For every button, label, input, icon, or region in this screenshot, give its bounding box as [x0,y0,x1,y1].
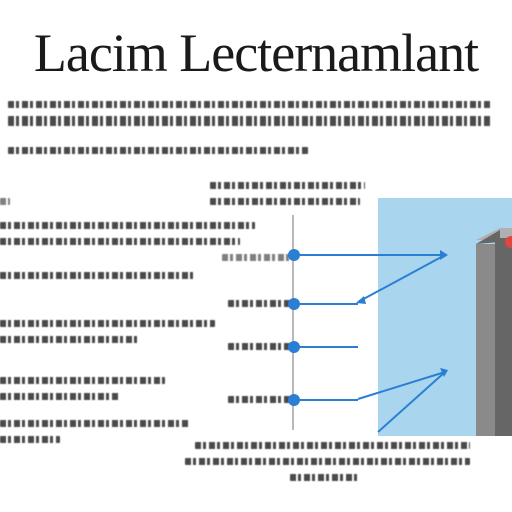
text-line [8,147,308,154]
text-line [8,101,492,108]
text-line [228,343,290,350]
text-line [185,458,470,465]
text-line [290,474,360,481]
page-title: Lacim Lecternamlant [33,23,479,83]
text-line [228,300,290,307]
text-line [0,320,215,327]
text-line [0,272,195,279]
text-line [210,198,360,205]
red-indicator-light [505,236,512,248]
box-right-face [495,238,512,436]
text-line [210,182,365,189]
leader-line [357,254,446,303]
text-line [0,222,255,229]
text-line [222,254,292,261]
text-line [195,442,470,449]
text-line [0,238,240,245]
connector-dot [288,341,300,353]
text-line [8,116,492,126]
connector-dot [288,249,300,261]
arrowhead [440,250,448,260]
box-side-face [476,230,500,244]
leader-line [377,371,446,433]
arrowhead [356,296,366,304]
arrowhead [440,368,448,377]
text-line [0,436,60,443]
connector-dot [288,298,300,310]
leader-line [357,371,446,400]
text-line [0,393,120,400]
text-line [0,198,10,205]
connector-dot [288,394,300,406]
text-line [0,420,190,427]
text-line [228,396,290,403]
text-line [0,336,140,343]
text-line [0,377,165,384]
